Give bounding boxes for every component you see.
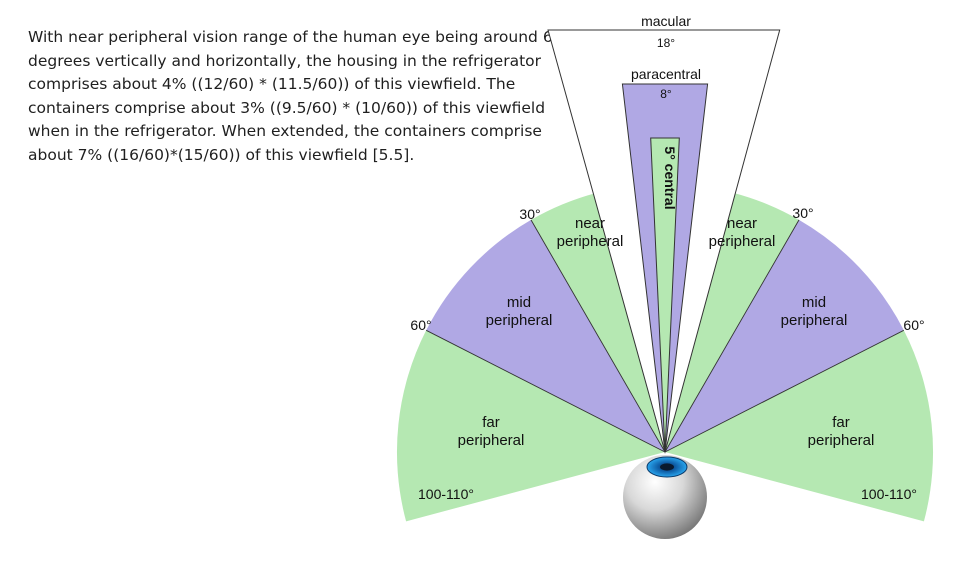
near-right-line2: peripheral [709, 233, 776, 250]
paracentral-label: paracentral [631, 66, 701, 82]
eyeball-sphere [623, 455, 707, 539]
mid-peripheral-right-sector [665, 219, 904, 452]
near-right-boundary [664, 219, 800, 453]
peripheral-sectors [396, 29, 934, 522]
mid-left-line1: mid [507, 294, 531, 311]
mid-peripheral-left-sector [426, 219, 665, 452]
macular-label: macular [641, 13, 691, 29]
far-peripheral-left-sector [396, 330, 665, 522]
paragraph-line: about 7% ((16/60)*(15/60)) of this viewf… [28, 145, 415, 164]
far-left-line1: far [482, 414, 500, 431]
paracentral-angle: 8° [660, 87, 672, 101]
mid-left-angle: 60° [410, 317, 431, 333]
macular-angle: 18° [657, 36, 675, 50]
mid-right-boundary [664, 329, 905, 453]
paragraph-line: degrees vertically and horizontally, the… [28, 51, 542, 70]
eyeball [623, 455, 707, 539]
near-left-line2: peripheral [557, 233, 624, 250]
far-left-angle: 100-110° [418, 486, 474, 502]
paragraph-line: With near peripheral vision range of the… [28, 28, 563, 46]
mid-right-line1: mid [802, 294, 826, 311]
mid-right-angle: 60° [903, 317, 924, 333]
mid-right-line2: peripheral [781, 312, 848, 329]
near-left-angle: 30° [519, 206, 540, 222]
near-left-boundary [530, 219, 666, 453]
mid-left-line2: peripheral [486, 312, 553, 329]
far-right-line1: far [832, 414, 850, 431]
paragraph-line: when in the refrigerator. When extended,… [28, 122, 542, 140]
description-paragraph: With near peripheral vision range of the… [28, 26, 568, 167]
near-right-angle: 30° [792, 205, 813, 221]
paragraph-line: containers comprise about 3% ((9.5/60) *… [28, 98, 546, 117]
far-right-line2: peripheral [808, 432, 875, 449]
far-right-angle: 100-110° [861, 486, 917, 502]
mid-left-boundary [425, 329, 666, 453]
central-cone [650, 137, 680, 453]
central-label: 5° central [662, 146, 678, 209]
boundary-lines [425, 219, 905, 453]
far-left-line2: peripheral [458, 432, 525, 449]
pupil [660, 463, 674, 471]
paragraph-line: comprises about 4% ((12/60) * (11.5/60))… [28, 75, 516, 93]
far-peripheral-right-sector [665, 330, 934, 522]
near-right-line1: near [727, 215, 757, 232]
near-left-line1: near [575, 215, 605, 232]
